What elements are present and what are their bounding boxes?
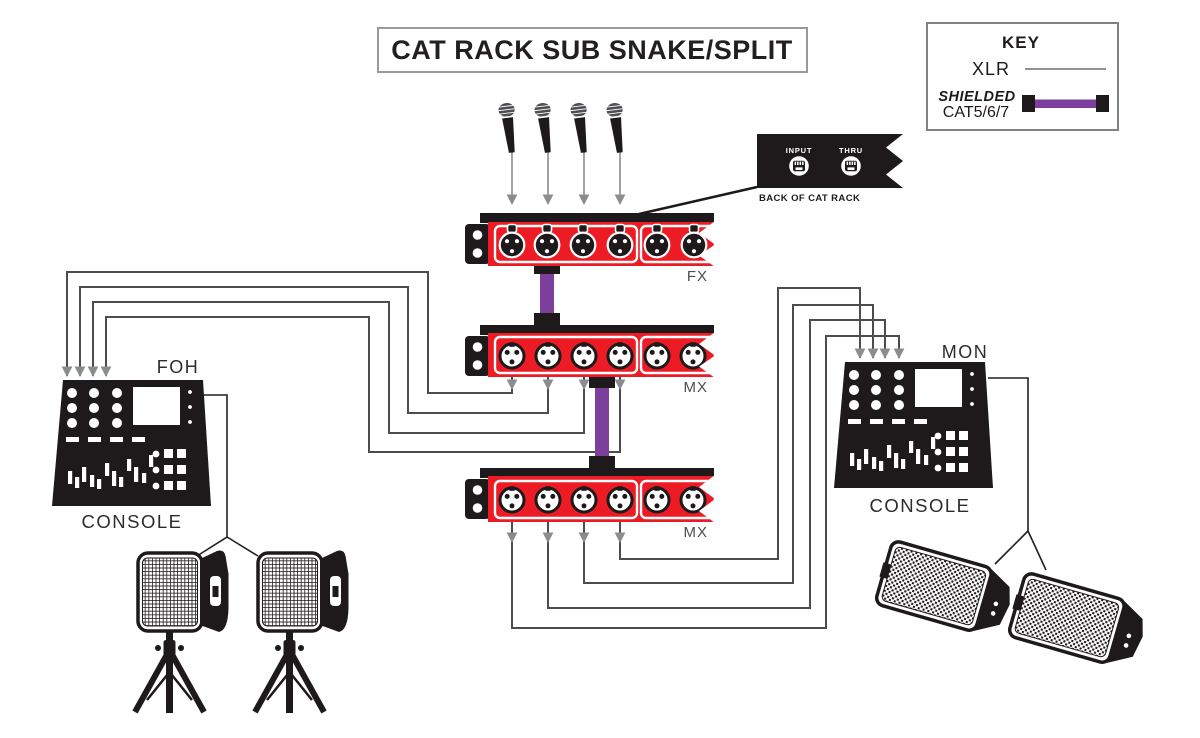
torn-edge [699, 221, 715, 267]
input-label: INPUT [786, 146, 813, 155]
rack-ear [465, 479, 490, 519]
key-heading: KEY [1002, 33, 1040, 52]
mic-4 [605, 102, 629, 154]
xlr-cable-foh-1 [66, 271, 513, 394]
key-cat-label: CAT5/6/7 [943, 104, 1010, 121]
xlr-cable-foh-4 [105, 316, 621, 453]
foh-caption: CONSOLE [82, 511, 183, 532]
title-box: CAT RACK SUB SNAKE/SPLIT [377, 27, 808, 73]
mon-label: MON [942, 342, 989, 362]
thru-label: THRU [839, 146, 863, 155]
input-port [789, 156, 809, 176]
key-shielded-label: SHIELDED [938, 89, 1015, 105]
xlr-cable-mon-1 [511, 335, 900, 629]
foh-output-cable [196, 394, 259, 557]
xlr-cable-foh-2 [79, 286, 549, 414]
key-panel: KEY XLR SHIELDED CAT5/6/7 [926, 22, 1119, 131]
cat-rack-banner: INPUT THRU [757, 134, 903, 188]
fx-label: FX [687, 268, 708, 285]
mic-cables [506, 150, 626, 205]
mx-rack-bottom [465, 468, 717, 523]
mon-console [834, 362, 993, 488]
rack-strip [480, 468, 714, 478]
xlr-cable-mon-2 [547, 319, 886, 609]
rack-strip [480, 213, 714, 223]
rack-ear [465, 224, 490, 264]
microphones [497, 102, 629, 154]
torn-edge [699, 475, 715, 523]
mic-3 [569, 102, 593, 154]
mic-2 [533, 102, 557, 154]
page-title: CAT RACK SUB SNAKE/SPLIT [391, 35, 793, 65]
snake-cables-foh [66, 271, 621, 453]
mx-bottom-label: MX [684, 524, 709, 541]
key-cat-cable-swatch [1022, 95, 1109, 112]
key-xlr-label: XLR [972, 59, 1010, 79]
cat-cable-fx-to-mx [534, 262, 560, 325]
foh-label: FOH [157, 357, 200, 377]
pa-speaker-right [255, 551, 349, 713]
wedge-monitor-right [1003, 569, 1153, 674]
mic-1 [497, 102, 521, 154]
mx-rack-middle [465, 325, 717, 378]
fx-rack [465, 213, 717, 267]
mon-output-cable [988, 377, 1047, 571]
rack-strip [480, 325, 714, 335]
rack-body [488, 222, 714, 266]
banner-pointer-line [638, 185, 758, 216]
banner-caption: BACK OF CAT RACK [759, 193, 860, 204]
xlr-cable-mon-3 [583, 304, 874, 584]
rack-body [488, 476, 714, 522]
pa-speaker-left [135, 551, 229, 713]
torn-edge [699, 332, 715, 378]
mx-mid-label: MX [684, 379, 709, 396]
xlr-cable-foh-3 [92, 301, 585, 434]
mon-caption: CONSOLE [870, 495, 971, 516]
xlr-cable-mon-4 [619, 287, 861, 560]
thru-port [841, 156, 861, 176]
cat-cable-mx-to-mx [589, 375, 615, 469]
snake-cables-mon [511, 287, 900, 629]
wedge-monitor-left [870, 537, 1020, 642]
rack-ear [465, 336, 490, 376]
foh-console [52, 380, 211, 506]
rack-body [488, 333, 714, 377]
